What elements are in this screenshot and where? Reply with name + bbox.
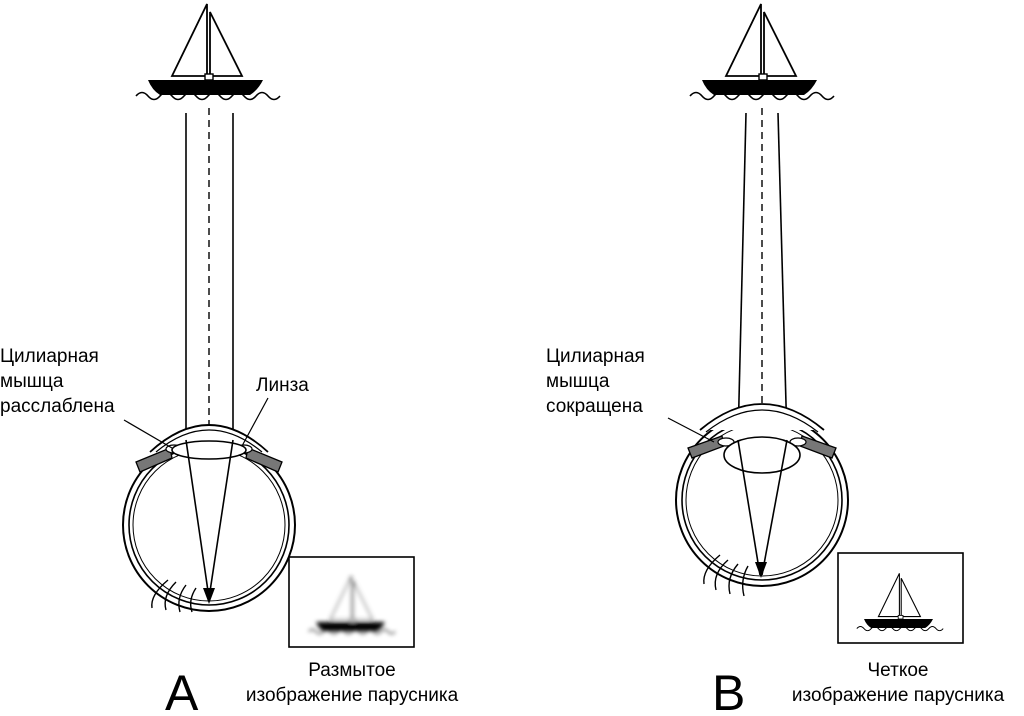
muscle-label-line2: мышца: [0, 371, 64, 392]
light-ray-right: [777, 112, 788, 441]
caption-line1: Размытое: [308, 660, 395, 681]
panel-b: Цилиарная мышца сокращена B Четкое изобр…: [546, 3, 1005, 716]
panel-a: Цилиарная мышца расслаблена Линза A Разм…: [0, 3, 459, 716]
caption-line1: Четкое: [868, 660, 929, 681]
muscle-label-line1: Цилиарная: [0, 346, 99, 367]
muscle-label-line3: расслаблена: [0, 396, 115, 417]
muscle-label-line1: Цилиарная: [546, 346, 645, 367]
lens-label: Линза: [256, 375, 309, 396]
panel-letter: B: [712, 665, 745, 711]
sailboat-icon: [689, 3, 835, 101]
muscle-leader-line: [123, 419, 173, 449]
ciliary-muscle-right: [245, 447, 283, 473]
sailboat-icon: [135, 3, 281, 101]
eyeball: [122, 424, 296, 613]
sharp-image-inset: [837, 552, 964, 644]
caption-line2: изображение парусника: [246, 685, 459, 706]
eyeball: [675, 403, 849, 597]
lens: [171, 440, 247, 460]
muscle-leader-line: [667, 417, 715, 443]
panel-letter: A: [165, 665, 199, 711]
muscle-label-line3: сокращена: [546, 396, 643, 417]
muscle-label-line2: мышца: [546, 371, 610, 392]
light-ray-left: [737, 112, 747, 441]
focus-arrow: [203, 588, 215, 604]
ciliary-muscle-left: [135, 447, 173, 473]
caption-line2: изображение парусника: [792, 685, 1005, 706]
lens-leader-line: [241, 397, 269, 447]
lens: [723, 436, 801, 474]
focus-arrow: [755, 562, 767, 578]
